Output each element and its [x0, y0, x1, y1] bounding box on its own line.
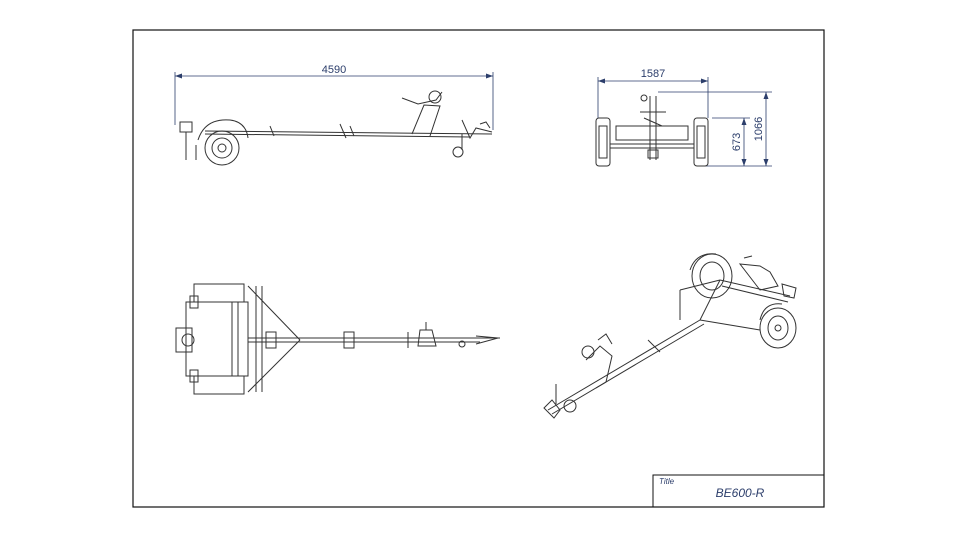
- top-wheel-right: [189, 369, 199, 383]
- title-block-value: BE600-R: [716, 486, 765, 500]
- dimension-label-length: 4590: [322, 64, 346, 76]
- side-wheel: [204, 130, 240, 166]
- dimension-side-length: 4590: [174, 64, 494, 130]
- title-block: Title BE600-R: [652, 474, 825, 508]
- iso-wheel-near: [759, 307, 797, 349]
- top-view: [175, 283, 500, 395]
- jockey-wheel: [452, 146, 464, 158]
- dimension-front-height-total: 1066: [658, 91, 772, 167]
- top-wheel-left: [189, 295, 199, 309]
- title-block-label: Title: [659, 477, 675, 486]
- isometric-view: [543, 253, 797, 419]
- front-view: 1587 673 1066: [595, 68, 772, 167]
- front-wheel-right: [693, 117, 709, 167]
- dimension-label-width: 1587: [641, 68, 665, 80]
- front-wheel-left: [595, 117, 611, 167]
- dimension-front-height-low: 673: [712, 117, 750, 166]
- iso-jockey-wheel: [563, 399, 577, 413]
- dimension-front-width: 1587: [597, 68, 709, 118]
- dimension-label-height-total: 1066: [753, 117, 765, 141]
- side-view: 4590: [174, 64, 494, 166]
- iso-wheel-far: [691, 253, 733, 299]
- dimension-label-height-low: 673: [731, 133, 743, 151]
- sheet-border: [132, 29, 825, 508]
